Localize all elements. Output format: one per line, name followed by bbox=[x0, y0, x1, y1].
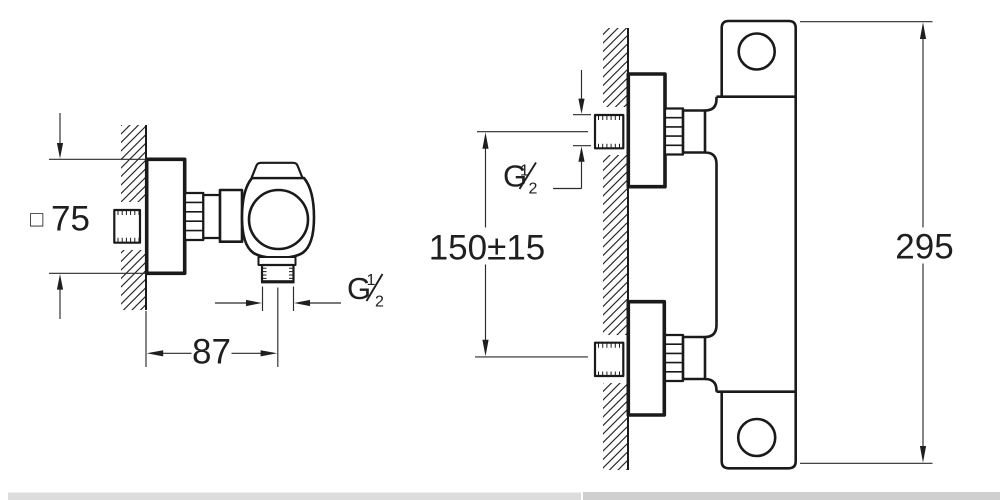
thread-label-denominator: 2 bbox=[375, 294, 384, 311]
arrow-down-icon bbox=[919, 446, 927, 463]
arrow-down-icon bbox=[578, 98, 585, 114]
dim-75-extension-lines bbox=[49, 158, 147, 274]
connector-collar-top bbox=[681, 109, 707, 154]
side-view: □ 75 87 G 1 2 bbox=[30, 113, 384, 372]
dim-ghalf-lines bbox=[553, 70, 583, 190]
valve-top-cap bbox=[250, 161, 304, 180]
supply-plug-nut-top bbox=[593, 113, 625, 150]
arrow-up-icon bbox=[56, 274, 64, 290]
connector-collar-large bbox=[218, 188, 244, 244]
thread-ridges-bottom bbox=[665, 343, 683, 373]
escutcheon-plate-top bbox=[626, 72, 667, 189]
body-bottom-block bbox=[716, 390, 797, 470]
dim-150-label: 150±15 bbox=[429, 229, 546, 268]
arrow-left-icon bbox=[146, 350, 164, 357]
dim-g-half-inlet: G 1 2 bbox=[503, 70, 591, 198]
wall-hatch-top bbox=[603, 28, 628, 107]
dim-150-extension-lines bbox=[475, 131, 588, 358]
outlet-spout-thread bbox=[260, 263, 295, 283]
thread-ridges bbox=[185, 201, 204, 232]
dim-295: 295 bbox=[800, 21, 954, 464]
wall-hatch-middle bbox=[603, 155, 628, 335]
knob-circle-bottom bbox=[736, 417, 777, 458]
dim-square-75: □ 75 bbox=[30, 113, 147, 319]
plug-thread-ticks-top bbox=[598, 115, 620, 149]
knob-circle-top bbox=[737, 32, 777, 71]
dim-87-extension-lines bbox=[145, 287, 279, 367]
dim-ghalf-ticks bbox=[573, 114, 591, 147]
arrow-right-icon bbox=[260, 350, 278, 357]
escutcheon-plate-bottom bbox=[626, 299, 667, 417]
front-view: G 1 2 150±15 295 bbox=[429, 19, 954, 470]
connector-collar-small bbox=[202, 193, 222, 240]
thread-label-numerator: 1 bbox=[367, 272, 376, 289]
connector-collar-bottom bbox=[681, 335, 707, 381]
dim-75-label: 75 bbox=[51, 200, 90, 239]
dim-87-label: 87 bbox=[192, 333, 231, 372]
outlet-thread-ticks bbox=[262, 267, 294, 279]
wall-hatch-upper bbox=[121, 125, 146, 202]
arrow-left-icon bbox=[294, 299, 310, 307]
connector-thread-bottom bbox=[663, 333, 685, 383]
plug-thread-ticks bbox=[117, 210, 140, 243]
dim-87: 87 bbox=[145, 287, 279, 372]
body-top-block bbox=[716, 19, 797, 98]
plug-thread-ticks-bottom bbox=[598, 343, 620, 376]
dim-g-half-outlet: G 1 2 bbox=[215, 271, 384, 311]
fraction-slash-icon bbox=[518, 161, 537, 190]
knob-face-circle bbox=[247, 188, 310, 251]
body-left-edge-column bbox=[704, 151, 718, 339]
outlet-neck bbox=[257, 256, 297, 266]
square-symbol: □ bbox=[30, 207, 43, 232]
thread-ridges-top bbox=[665, 116, 683, 147]
escutcheon-plate bbox=[144, 157, 187, 276]
arrow-up-icon bbox=[919, 22, 927, 39]
fraction-slash-icon bbox=[365, 273, 384, 302]
thread-label-denominator: 2 bbox=[529, 181, 538, 198]
dim-ghalf-extension-lines bbox=[261, 286, 295, 311]
horizontal-scrollbar-left-segment[interactable] bbox=[8, 492, 581, 500]
dim-295-label: 295 bbox=[895, 228, 953, 267]
thread-label-numerator: 1 bbox=[520, 163, 529, 180]
connector-thread-top bbox=[663, 107, 685, 156]
arrow-right-icon bbox=[246, 299, 262, 307]
connector-thread-section bbox=[183, 191, 205, 242]
thread-label-prefix: G bbox=[503, 159, 527, 194]
supply-plug-nut bbox=[113, 208, 142, 244]
dim-150-15: 150±15 bbox=[429, 131, 588, 358]
wall-hatch-bottom bbox=[603, 383, 628, 470]
arrow-down-icon bbox=[56, 143, 64, 159]
dim-295-extension-lines bbox=[800, 21, 933, 464]
horizontal-scrollbar-right-segment[interactable] bbox=[583, 492, 1000, 500]
arrow-up-icon bbox=[578, 146, 585, 162]
supply-plug-nut-bottom bbox=[593, 341, 625, 378]
arrow-up-icon bbox=[482, 132, 489, 149]
body-neck-fillet-top-upper bbox=[704, 96, 718, 112]
wall-hatch-lower bbox=[121, 250, 146, 310]
body-neck-fillet-bottom-lower bbox=[704, 377, 718, 392]
arrow-down-icon bbox=[482, 339, 489, 357]
